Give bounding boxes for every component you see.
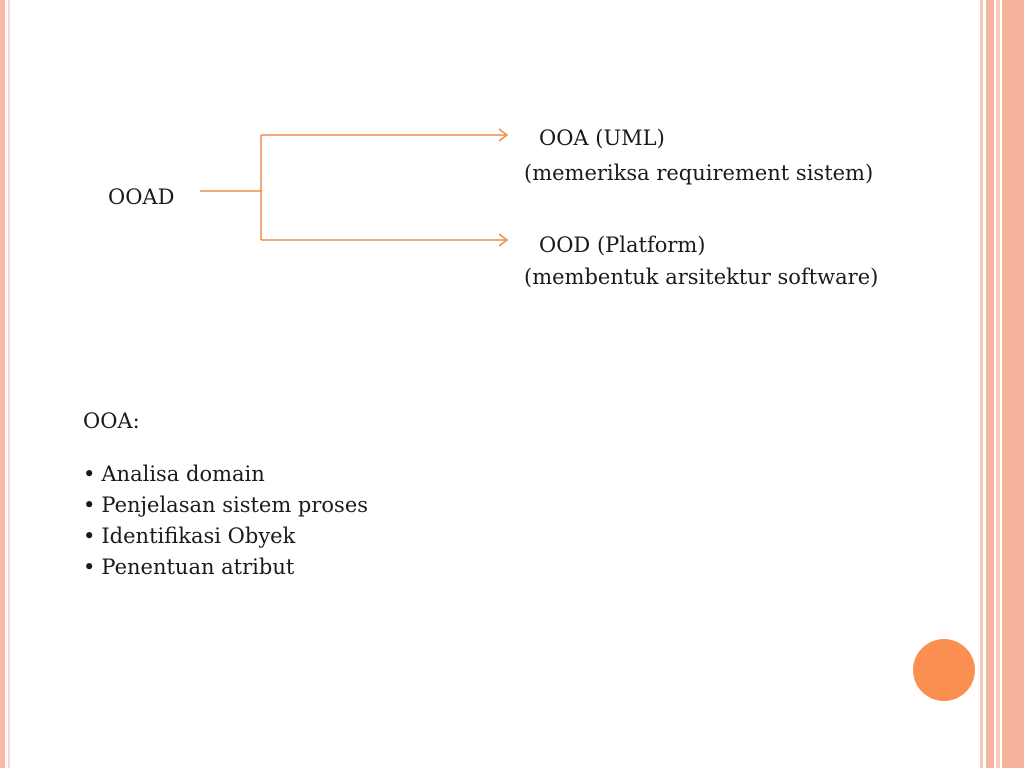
branch-ooa-description: (memeriksa requirement sistem) xyxy=(524,161,874,185)
slide-border-left-thin xyxy=(8,0,10,768)
slide-border-right-thin xyxy=(980,0,983,768)
bullet-item: Identifikasi Obyek xyxy=(83,521,368,552)
slide-border-left xyxy=(0,0,5,768)
slide-border-right-stripe-thin xyxy=(996,0,1000,768)
diagram-root-label: OOAD xyxy=(108,185,175,209)
arrowhead-ooa xyxy=(498,128,509,142)
slide-border-right-stripe xyxy=(986,0,994,768)
slide-border-right-band xyxy=(1002,0,1024,768)
branch-ood-description: (membentuk arsitektur software) xyxy=(524,265,879,289)
branch-ood-title: OOD (Platform) xyxy=(539,233,706,257)
bullet-list: Analisa domain Penjelasan sistem proses … xyxy=(83,459,368,583)
accent-circle xyxy=(913,639,975,701)
bullet-item: Penjelasan sistem proses xyxy=(83,490,368,521)
branch-ooa-title: OOA (UML) xyxy=(539,126,665,150)
section-heading: OOA: xyxy=(83,409,140,433)
arrowhead-ood xyxy=(498,233,509,247)
bullet-item: Analisa domain xyxy=(83,459,368,490)
bullet-item: Penentuan atribut xyxy=(83,552,368,583)
